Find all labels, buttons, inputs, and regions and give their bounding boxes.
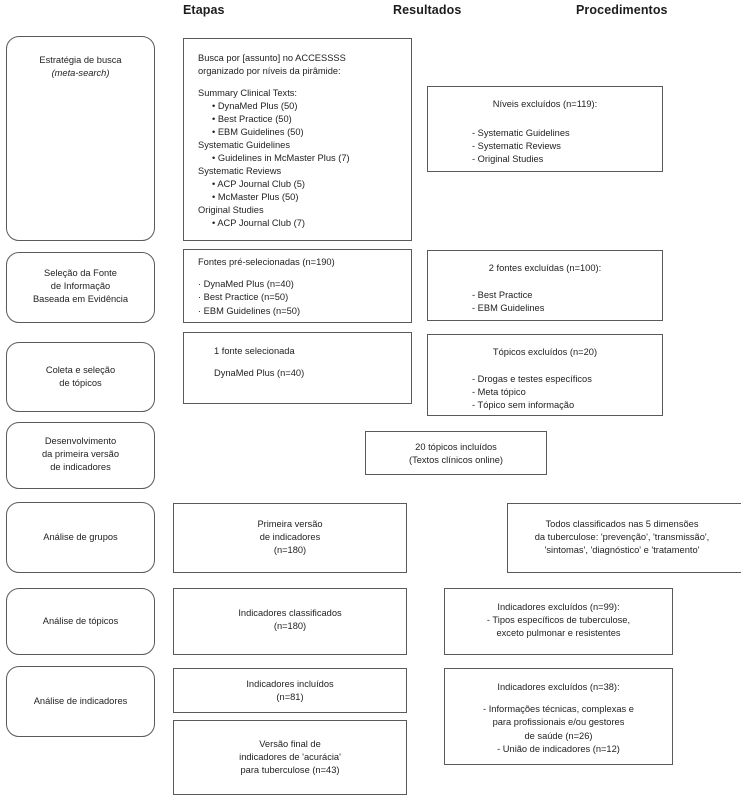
proc3-item0: - Drogas e testes específicos bbox=[472, 374, 592, 384]
node-stage-estrategia-de-busca: Estratégia de busca (meta-search) bbox=[6, 36, 155, 241]
proc6-line2: - Tipos específicos de tuberculose, bbox=[486, 615, 631, 626]
result7-line2: (n=81) bbox=[276, 692, 304, 703]
result1-group1-heading: Systematic Guidelines bbox=[198, 140, 290, 151]
stage2-line3: Baseada em Evidência bbox=[32, 294, 129, 305]
node-result-indicadores-incluidos: Indicadores incluídos (n=81) bbox=[173, 668, 407, 713]
result1-group1-item0: • Guidelines in McMaster Plus (7) bbox=[212, 153, 350, 164]
result8-line1: Versão final de bbox=[259, 739, 321, 749]
node-stage-analise-de-grupos: Análise de grupos bbox=[6, 502, 155, 573]
result1-group3-item0: • ACP Journal Club (7) bbox=[212, 218, 305, 229]
proc5-line3: 'sintomas', 'diagnóstico' e 'tratamento' bbox=[544, 545, 700, 556]
proc1-item2: - Original Studies bbox=[472, 154, 544, 165]
result1-group2-item0: • ACP Journal Club (5) bbox=[212, 179, 305, 190]
result1-intro-line1: Busca por [assunto] no ACCESSSS bbox=[198, 53, 346, 63]
result2-item1: · Best Practice (n=50) bbox=[198, 292, 289, 303]
stage4-line1: Desenvolvimento bbox=[44, 436, 117, 446]
column-header-resultados: Resultados bbox=[393, 3, 462, 17]
result1-group2-heading: Systematic Reviews bbox=[198, 166, 282, 177]
stage4-line2: da primeira versão bbox=[42, 449, 119, 460]
proc5-line1: Todos classificados nas 5 dimensões bbox=[545, 519, 699, 529]
result7-line1: Indicadores incluídos bbox=[246, 679, 334, 689]
proc6-line3: exceto pulmonar e resistentes bbox=[496, 628, 621, 639]
node-stage-analise-de-topicos: Análise de tópicos bbox=[6, 588, 155, 655]
proc2-item1: - EBM Guidelines bbox=[472, 303, 545, 314]
node-proc-topicos-excluidos: Tópicos excluídos (n=20) - Drogas e test… bbox=[427, 334, 663, 416]
node-stage-analise-de-indicadores: Análise de indicadores bbox=[6, 666, 155, 737]
column-header-procedimentos: Procedimentos bbox=[576, 3, 668, 17]
node-stage-coleta-selecao-topicos: Coleta e seleção de tópicos bbox=[6, 342, 155, 412]
result5-line3: (n=180) bbox=[273, 545, 307, 556]
result4-line1: 20 tópicos incluídos bbox=[415, 442, 497, 452]
result1-group0-item1: • Best Practice (50) bbox=[212, 114, 292, 125]
result5-line2: de indicadores bbox=[259, 532, 321, 543]
result1-group0-item2: • EBM Guidelines (50) bbox=[212, 127, 304, 138]
result6-line2: (n=180) bbox=[273, 621, 307, 632]
result2-item2: · EBM Guidelines (n=50) bbox=[198, 305, 301, 316]
result8-line3: para tuberculose (n=43) bbox=[240, 765, 340, 776]
node-proc-indicadores-excluidos-99: Indicadores excluídos (n=99): - Tipos es… bbox=[444, 588, 673, 655]
stage3-line1: Coleta e seleção bbox=[45, 365, 116, 375]
proc1-title: Níveis excluídos (n=119): bbox=[492, 99, 598, 109]
node-proc-todos-classificados: Todos classificados nas 5 dimensões da t… bbox=[507, 503, 741, 573]
result2-item0: · DynaMed Plus (n=40) bbox=[198, 279, 294, 290]
result1-group3-heading: Original Studies bbox=[198, 205, 264, 216]
proc3-title: Tópicos excluídos (n=20) bbox=[492, 347, 598, 357]
node-result-versao-final: Versão final de indicadores de 'acurácia… bbox=[173, 720, 407, 795]
stage5-line1: Análise de grupos bbox=[43, 532, 118, 542]
proc3-item1: - Meta tópico bbox=[472, 387, 526, 398]
proc7-line4: - União de indicadores (n=12) bbox=[497, 743, 620, 754]
node-result-fonte-selecionada: 1 fonte selecionada DynaMed Plus (n=40) bbox=[183, 332, 412, 404]
node-result-fontes-preselecionadas: Fontes pré-selecionadas (n=190) · DynaMe… bbox=[183, 249, 412, 323]
node-result-indicadores-classificados: Indicadores classificados (n=180) bbox=[173, 588, 407, 655]
stage1-title: Estratégia de busca bbox=[39, 55, 122, 65]
node-stage-selecao-fonte: Seleção da Fonte de Informação Baseada e… bbox=[6, 252, 155, 323]
proc3-item2: - Tópico sem informação bbox=[472, 400, 575, 411]
node-result-primeira-versao: Primeira versão de indicadores (n=180) bbox=[173, 503, 407, 573]
node-proc-fontes-excluidas: 2 fontes excluídas (n=100): - Best Pract… bbox=[427, 250, 663, 321]
result5-line1: Primeira versão bbox=[257, 519, 323, 529]
proc6-line1: Indicadores excluídos (n=99): bbox=[497, 602, 620, 612]
result1-group0-heading: Summary Clinical Texts: bbox=[198, 88, 298, 99]
result1-group2-item1: • McMaster Plus (50) bbox=[212, 192, 299, 203]
stage2-line1: Seleção da Fonte bbox=[44, 268, 117, 278]
stage7-line1: Análise de indicadores bbox=[33, 696, 128, 706]
node-stage-desenvolvimento-versao: Desenvolvimento da primeira versão de in… bbox=[6, 422, 155, 489]
proc2-title: 2 fontes excluídas (n=100): bbox=[488, 263, 602, 273]
stage6-line1: Análise de tópicos bbox=[42, 616, 119, 626]
result3-line2: DynaMed Plus (n=40) bbox=[214, 368, 305, 379]
proc2-item0: - Best Practice bbox=[472, 290, 533, 300]
result1-group0-item0: • DynaMed Plus (50) bbox=[212, 101, 298, 112]
proc7-title: Indicadores excluídos (n=38): bbox=[497, 682, 620, 692]
result1-intro-line2: organizado por níveis da pirâmide: bbox=[198, 66, 341, 77]
proc1-item0: - Systematic Guidelines bbox=[472, 128, 570, 138]
proc7-line1: - Informações técnicas, complexas e bbox=[483, 704, 634, 715]
result2-title: Fontes pré-selecionadas (n=190) bbox=[198, 257, 335, 267]
result3-line1: 1 fonte selecionada bbox=[214, 346, 295, 356]
column-header-etapas: Etapas bbox=[183, 3, 225, 17]
result6-line1: Indicadores classificados bbox=[238, 608, 342, 618]
node-result-busca-accessss: Busca por [assunto] no ACCESSSS organiza… bbox=[183, 38, 412, 241]
node-proc-niveis-excluidos: Níveis excluídos (n=119): - Systematic G… bbox=[427, 86, 663, 172]
proc1-item1: - Systematic Reviews bbox=[472, 141, 561, 152]
node-result-topicos-incluidos: 20 tópicos incluídos (Textos clínicos on… bbox=[365, 431, 547, 475]
result4-line2: (Textos clínicos online) bbox=[408, 455, 504, 466]
node-proc-indicadores-excluidos-38: Indicadores excluídos (n=38): - Informaç… bbox=[444, 668, 673, 765]
result8-line2: indicadores de 'acurácia' bbox=[239, 752, 341, 763]
stage2-line2: de Informação bbox=[50, 281, 111, 292]
stage1-subtitle: (meta-search) bbox=[51, 68, 110, 79]
stage3-line2: de tópicos bbox=[59, 378, 102, 389]
proc5-line2: da tuberculose: 'prevenção', 'transmissã… bbox=[534, 532, 710, 543]
proc7-line3: de saúde (n=26) bbox=[524, 730, 593, 741]
proc7-line2: para profissionais e/ou gestores bbox=[492, 717, 625, 728]
stage4-line3: de indicadores bbox=[50, 462, 111, 473]
